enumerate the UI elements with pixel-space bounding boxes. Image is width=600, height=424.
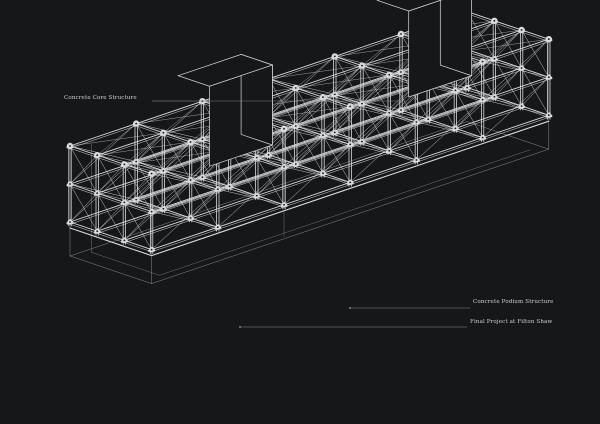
leader-lines: [151, 100, 471, 328]
label-concrete-podium-structure: Concrete Podium Structure: [473, 299, 554, 305]
label-final-project: Final Project at Filton Shaw: [470, 319, 553, 325]
concrete-cores: [177, 0, 472, 167]
podium-frame: [68, 11, 551, 257]
label-concrete-core-structure: Concrete Core Structure: [64, 95, 137, 101]
